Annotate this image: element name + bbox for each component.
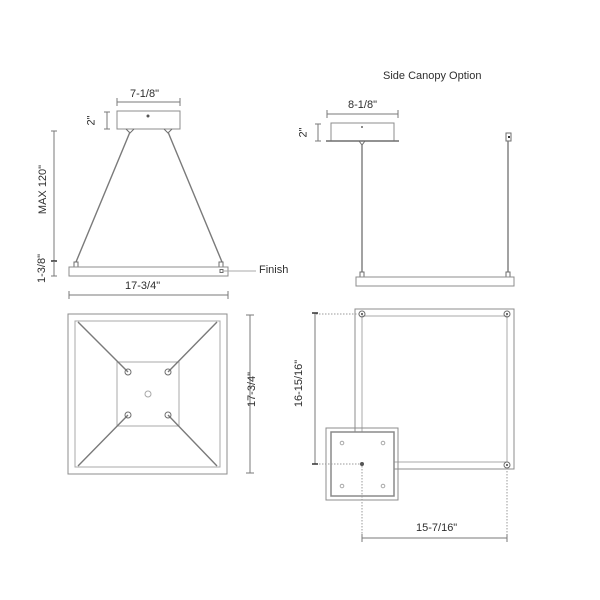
cable-fitting-left <box>73 261 79 268</box>
plan-grip-tr-icon <box>164 368 172 376</box>
fixture-height-label: 1-3/8" <box>35 254 48 283</box>
plan-inner-frame <box>74 320 221 468</box>
side-plan-canopy-hole-tl-icon <box>339 440 345 446</box>
max-height-dimension-line <box>51 130 57 262</box>
side-plan-grip-tr-icon <box>503 310 511 318</box>
finish-callout-label: Finish <box>259 264 289 276</box>
side-plan-horizontal-label: 15-7/16" <box>416 522 458 534</box>
side-plan-grip-tl-dot <box>361 313 363 315</box>
side-cable-gripper-dot <box>508 136 510 138</box>
plan-canopy-outline <box>116 361 180 427</box>
plan-depth-label: 17-3/4" <box>246 371 259 408</box>
canopy <box>116 110 181 130</box>
plan-cable-br <box>167 414 218 467</box>
plan-grip-tl-icon <box>124 368 132 376</box>
fixture-width-label: 17-3/4" <box>125 280 161 292</box>
side-cable-fitting-left <box>359 271 365 278</box>
side-canopy-height-dimension-line <box>315 123 321 142</box>
side-canopy <box>330 122 395 142</box>
max-height-label: MAX 120" <box>37 164 50 215</box>
plan-cable-tr <box>167 321 218 373</box>
side-cable-fitting-right <box>505 271 511 278</box>
side-canopy-height-label: 2" <box>297 127 310 138</box>
fixture-bar <box>68 266 229 277</box>
suspension-cable-right <box>167 131 223 263</box>
side-plan-horizontal-dimension-line <box>361 534 508 542</box>
plan-cable-tl <box>77 321 129 373</box>
canopy-screw-icon <box>146 114 150 118</box>
side-canopy-screw-icon <box>361 126 363 128</box>
side-plan-canopy-hole-bl-icon <box>339 483 345 489</box>
plan-cable-bl <box>77 414 129 467</box>
side-plan-vertical-dimension-line <box>312 312 318 465</box>
side-plan-canopy-hole-tr-icon <box>380 440 386 446</box>
canopy-width-dimension-line <box>116 98 181 106</box>
side-plan-canopy-center-icon <box>360 462 364 466</box>
side-canopy-width-label: 8-1/8" <box>348 99 377 111</box>
canopy-height-dimension-line <box>104 111 110 130</box>
plan-grip-br-icon <box>164 411 172 419</box>
plan-grip-bl-icon <box>124 411 132 419</box>
cable-fitting-right <box>218 261 224 268</box>
plan-depth-dimension-line <box>246 314 254 474</box>
plan-center-hole-icon <box>144 390 152 398</box>
plan-outer-frame <box>67 313 228 475</box>
side-plan-outer-frame <box>354 308 515 470</box>
side-plan-vertical-label: 16-15/16" <box>293 359 306 408</box>
side-canopy-elevation-view <box>315 110 515 287</box>
fixture-width-dimension-line <box>68 291 229 299</box>
side-plan-inner-frame <box>361 315 508 463</box>
fixture-height-dimension-line <box>51 261 57 277</box>
side-plan-grip-br-dot <box>506 464 508 466</box>
canopy-height-label: 2" <box>85 115 98 126</box>
finish-marker <box>219 269 224 273</box>
front-elevation-view <box>51 98 256 299</box>
side-fixture-bar <box>355 276 515 287</box>
side-canopy-plan-view <box>312 308 515 542</box>
canopy-width-label: 7-1/8" <box>130 88 159 100</box>
side-plan-canopy-hole-br-icon <box>380 483 386 489</box>
suspension-cable-left <box>75 131 131 263</box>
side-canopy-title: Side Canopy Option <box>383 70 482 82</box>
side-plan-grip-tr-dot <box>506 313 508 315</box>
top-plan-view <box>67 313 254 475</box>
side-canopy-width-dimension-line <box>326 110 399 118</box>
